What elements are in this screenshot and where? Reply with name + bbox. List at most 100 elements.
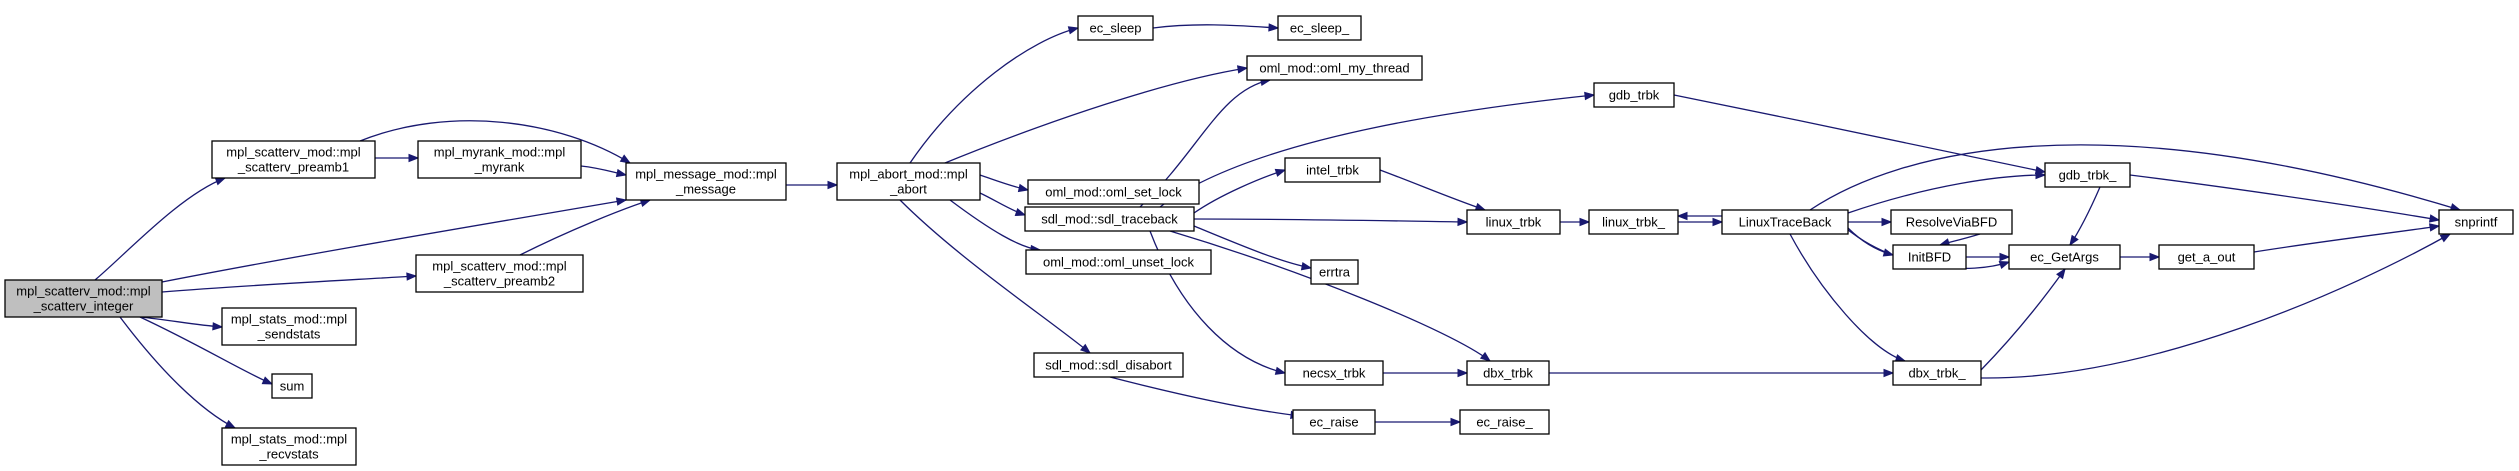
node-scatterv_preamb2[interactable]: mpl_scatterv_mod::mpl_scatterv_preamb2 <box>415 254 584 293</box>
node-box-linux_trbk_[interactable] <box>1588 209 1679 235</box>
node-dbx_trbk_[interactable]: dbx_trbk_ <box>1892 360 1982 386</box>
node-label-linux_trbk-line0: linux_trbk <box>1486 215 1542 230</box>
edge-arrowhead-sdl_traceback-to-errtra <box>1300 262 1313 271</box>
node-box-intel_trbk[interactable] <box>1284 157 1381 183</box>
node-label-recvstats-line0: mpl_stats_mod::mpl <box>231 432 347 447</box>
node-ResolveViaBFD[interactable]: ResolveViaBFD <box>1890 209 2013 235</box>
node-label-myrank-line1: _myrank <box>474 160 525 175</box>
node-box-linux_trbk[interactable] <box>1466 209 1561 235</box>
edge-arrowhead-myrank-to-message <box>615 168 628 178</box>
node-box-oml_set_lock[interactable] <box>1027 179 1200 205</box>
node-intel_trbk[interactable]: intel_trbk <box>1284 157 1381 183</box>
node-box-InitBFD[interactable] <box>1892 244 1967 270</box>
edge-LinuxTraceBack-to-snprintf <box>1809 144 2461 211</box>
node-box-sdl_disabort[interactable] <box>1033 352 1184 378</box>
node-oml_set_lock[interactable]: oml_mod::oml_set_lock <box>1027 179 1200 205</box>
node-label-scatterv_preamb2-line0: mpl_scatterv_mod::mpl <box>432 259 566 274</box>
node-box-message[interactable] <box>625 162 787 201</box>
node-label-ec_sleep_-line0: ec_sleep_ <box>1290 21 1350 36</box>
node-ec_sleep_[interactable]: ec_sleep_ <box>1277 15 1362 41</box>
edge-arrowhead-linux_trbk_-to-LinuxTraceBack <box>1712 217 1724 227</box>
node-sdl_disabort[interactable]: sdl_mod::sdl_disabort <box>1033 352 1184 378</box>
edge-scatterv_integer-to-scatterv_preamb1 <box>94 177 226 281</box>
edge-arrowhead-message-to-abort <box>827 180 839 190</box>
node-box-oml_my_thread[interactable] <box>1246 55 1423 81</box>
node-box-dbx_trbk_[interactable] <box>1892 360 1982 386</box>
node-label-linux_trbk_-line0: linux_trbk_ <box>1602 215 1666 230</box>
node-ec_raise[interactable]: ec_raise <box>1292 409 1376 435</box>
edge-arrowhead-ec_raise-to-ec_raise_ <box>1450 417 1462 427</box>
edge-abort-to-sdl_disabort <box>899 199 1091 354</box>
node-box-ec_sleep[interactable] <box>1077 15 1154 41</box>
node-box-ec_GetArgs[interactable] <box>2008 244 2121 270</box>
node-label-scatterv_preamb1-line0: mpl_scatterv_mod::mpl <box>226 145 360 160</box>
node-box-gdb_trbk[interactable] <box>1593 82 1675 108</box>
node-oml_unset_lock[interactable]: oml_mod::oml_unset_lock <box>1025 249 1212 275</box>
edge-arrowhead-InitBFD-to-ec_GetArgs <box>1999 252 2011 262</box>
node-label-ec_raise-line0: ec_raise <box>1309 415 1358 430</box>
node-box-abort[interactable] <box>836 162 981 201</box>
node-sdl_traceback[interactable]: sdl_mod::sdl_traceback <box>1024 206 1195 232</box>
edge-arrowhead-linux_trbk-to-linux_trbk_ <box>1579 217 1591 227</box>
node-box-sendstats[interactable] <box>221 307 357 346</box>
node-sum[interactable]: sum <box>271 373 313 399</box>
node-necsx_trbk[interactable]: necsx_trbk <box>1284 360 1384 386</box>
edge-arrowhead-scatterv_integer-to-message <box>615 197 628 206</box>
node-label-scatterv_preamb1-line1: _scatterv_preamb1 <box>237 160 349 175</box>
edge-dbx_trbk_-to-snprintf <box>1980 233 2451 379</box>
node-label-myrank-line0: mpl_myrank_mod::mpl <box>434 145 566 160</box>
node-recvstats[interactable]: mpl_stats_mod::mpl_recvstats <box>221 427 357 466</box>
node-box-recvstats[interactable] <box>221 427 357 466</box>
node-dbx_trbk[interactable]: dbx_trbk <box>1466 360 1550 386</box>
node-scatterv_integer[interactable]: mpl_scatterv_mod::mpl_scatterv_integer <box>4 279 163 318</box>
node-ec_GetArgs[interactable]: ec_GetArgs <box>2008 244 2121 270</box>
node-box-dbx_trbk[interactable] <box>1466 360 1550 386</box>
node-box-sdl_traceback[interactable] <box>1024 206 1195 232</box>
node-label-sdl_traceback-line0: sdl_mod::sdl_traceback <box>1041 212 1178 227</box>
node-label-sendstats-line0: mpl_stats_mod::mpl <box>231 312 347 327</box>
node-myrank[interactable]: mpl_myrank_mod::mpl_myrank <box>417 140 582 179</box>
node-errtra[interactable]: errtra <box>1310 259 1359 285</box>
node-box-ec_raise[interactable] <box>1292 409 1376 435</box>
edge-sdl_disabort-to-ec_raise <box>1109 376 1301 417</box>
node-gdb_trbk_[interactable]: gdb_trbk_ <box>2044 162 2131 188</box>
node-abort[interactable]: mpl_abort_mod::mpl_abort <box>836 162 981 201</box>
node-box-ec_sleep_[interactable] <box>1277 15 1362 41</box>
node-LinuxTraceBack[interactable]: LinuxTraceBack <box>1721 209 1849 235</box>
edge-get_a_out-to-snprintf <box>2253 225 2440 253</box>
node-box-snprintf[interactable] <box>2438 209 2514 235</box>
node-box-ResolveViaBFD[interactable] <box>1890 209 2013 235</box>
node-gdb_trbk[interactable]: gdb_trbk <box>1593 82 1675 108</box>
node-box-gdb_trbk_[interactable] <box>2044 162 2131 188</box>
node-linux_trbk[interactable]: linux_trbk <box>1466 209 1561 235</box>
node-oml_my_thread[interactable]: oml_mod::oml_my_thread <box>1246 55 1423 81</box>
node-box-myrank[interactable] <box>417 140 582 179</box>
edge-arrowhead-abort-to-oml_set_lock <box>1017 183 1030 193</box>
edge-ec_sleep-to-ec_sleep_ <box>1152 24 1279 29</box>
node-box-sum[interactable] <box>271 373 313 399</box>
node-box-necsx_trbk[interactable] <box>1284 360 1384 386</box>
node-box-get_a_out[interactable] <box>2158 244 2255 270</box>
edge-arrowhead-scatterv_preamb1-to-message <box>619 154 632 164</box>
node-box-scatterv_preamb1[interactable] <box>211 140 376 179</box>
node-label-oml_my_thread-line0: oml_mod::oml_my_thread <box>1259 61 1409 76</box>
node-get_a_out[interactable]: get_a_out <box>2158 244 2255 270</box>
node-snprintf[interactable]: snprintf <box>2438 209 2514 235</box>
node-message[interactable]: mpl_message_mod::mpl_message <box>625 162 787 201</box>
node-box-oml_unset_lock[interactable] <box>1025 249 1212 275</box>
node-box-errtra[interactable] <box>1310 259 1359 285</box>
node-box-scatterv_integer[interactable] <box>4 279 163 318</box>
node-linux_trbk_[interactable]: linux_trbk_ <box>1588 209 1679 235</box>
node-label-LinuxTraceBack-line0: LinuxTraceBack <box>1739 215 1832 230</box>
node-box-scatterv_preamb2[interactable] <box>415 254 584 293</box>
node-InitBFD[interactable]: InitBFD <box>1892 244 1967 270</box>
node-scatterv_preamb1[interactable]: mpl_scatterv_mod::mpl_scatterv_preamb1 <box>211 140 376 179</box>
node-ec_raise_[interactable]: ec_raise_ <box>1459 409 1550 435</box>
node-ec_sleep[interactable]: ec_sleep <box>1077 15 1154 41</box>
node-box-LinuxTraceBack[interactable] <box>1721 209 1849 235</box>
node-label-dbx_trbk_-line0: dbx_trbk_ <box>1908 366 1966 381</box>
edge-arrowhead-sdl_traceback-to-intel_trbk <box>1274 168 1287 177</box>
node-sendstats[interactable]: mpl_stats_mod::mpl_sendstats <box>221 307 357 346</box>
node-label-recvstats-line1: _recvstats <box>258 447 319 462</box>
node-box-ec_raise_[interactable] <box>1459 409 1550 435</box>
